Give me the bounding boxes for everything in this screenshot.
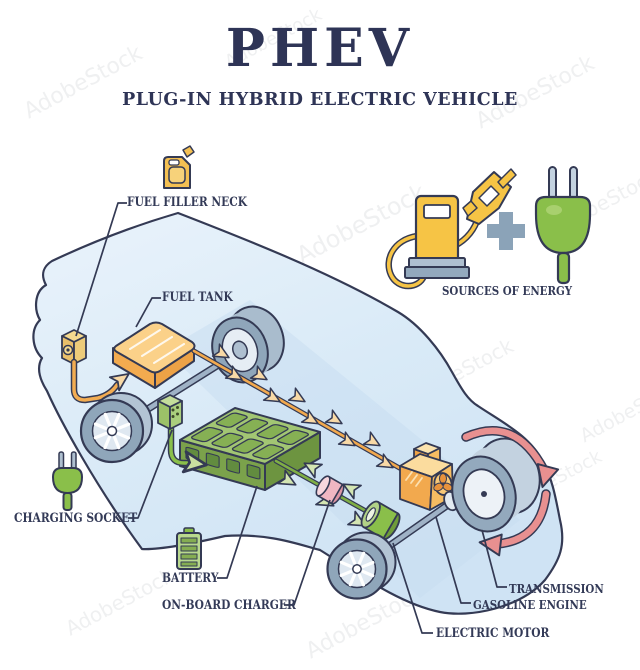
label-fuel-tank: FUEL TANK [162,290,233,305]
label-fuel-filler-neck: FUEL FILLER NECK [127,195,248,210]
label-sources-of-energy: SOURCES OF ENERGY [442,283,573,298]
label-gasoline-engine: GASOLINE ENGINE [473,597,587,612]
plus-icon [487,212,525,250]
fuel-filler-neck [61,329,87,365]
electric-motor [360,500,401,540]
fuel-pump-icon [385,168,517,290]
power-plug-icon [52,451,83,511]
wheel-rear-far [211,305,285,384]
leader-lines [75,202,507,634]
wheel-rear-near [79,392,153,464]
fuel-flow-arrows [211,343,394,469]
rotation-arrows-icon [461,425,560,557]
on-board-charger [315,475,345,505]
wheel-spokes [93,412,375,587]
page-title: PHEV [225,18,415,79]
wheel-front-near [326,531,397,600]
jerry-can-icon [163,145,195,189]
label-electric-motor: ELECTRIC MOTOR [436,626,550,641]
fuel-tank [112,321,196,389]
page-subtitle: PLUG-IN HYBRID ELECTRIC VEHICLE [122,90,518,110]
label-charging-socket: CHARGING SOCKET [14,511,138,526]
fuel-line [191,348,413,477]
label-transmission: TRANSMISSION [509,581,604,596]
battery-icon [176,527,202,570]
label-on-board-charger: ON-BOARD CHARGER [162,598,296,613]
charging-socket [157,394,183,430]
label-battery: BATTERY [162,571,219,586]
fuel-pipe [70,358,130,404]
charging-cable [167,425,208,474]
power-plug-icon-large [534,166,592,285]
